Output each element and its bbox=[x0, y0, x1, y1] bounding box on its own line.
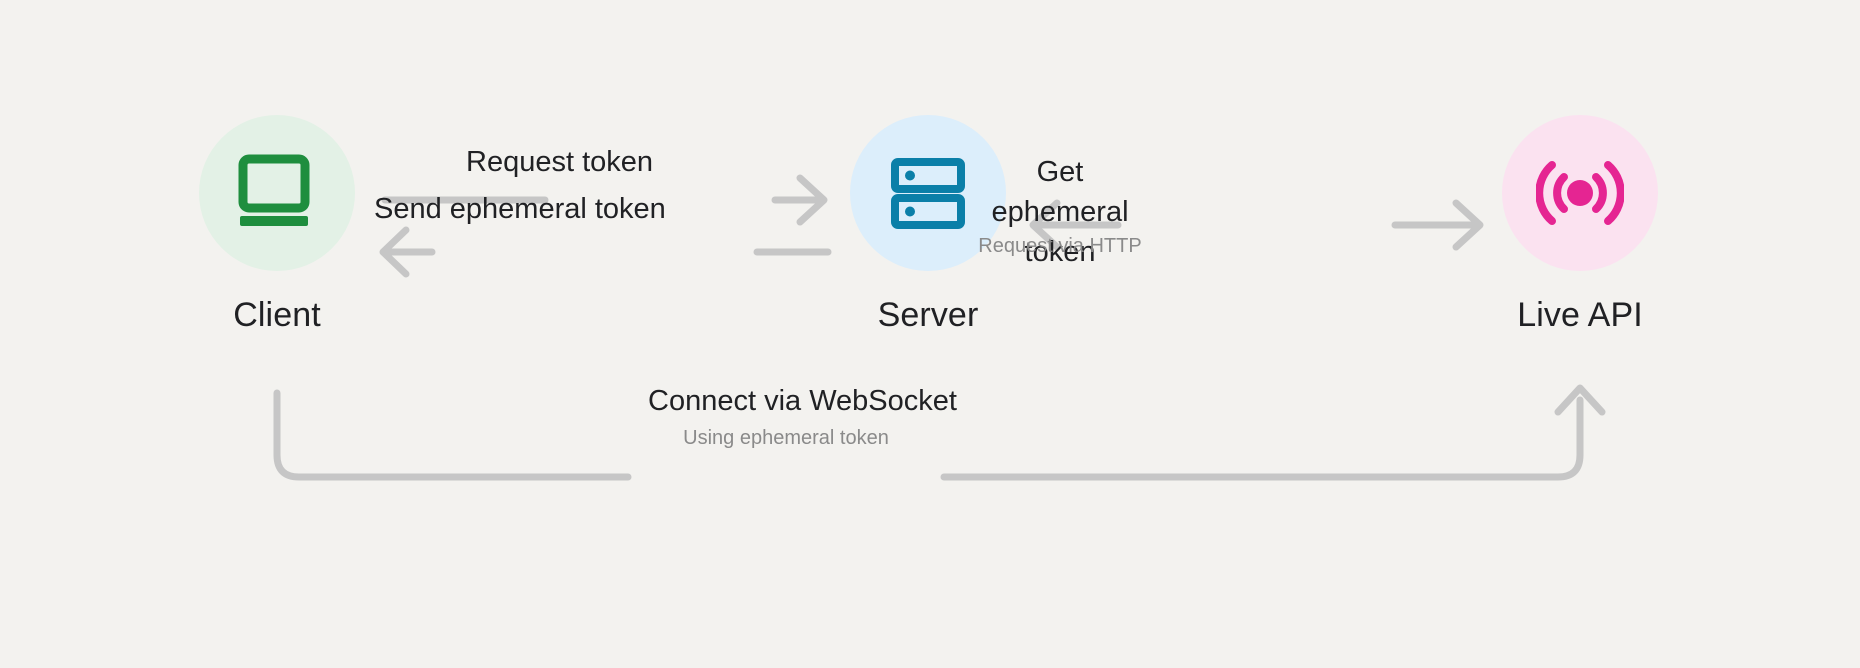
edge-label-send-ephemeral-token: Send ephemeral token bbox=[374, 193, 666, 225]
node-server-circle bbox=[850, 115, 1006, 271]
broadcast-signal-icon bbox=[1536, 161, 1624, 225]
edge-sublabel-request-via-http: Request via HTTP bbox=[978, 235, 1142, 257]
edge-sublabel-using-ephemeral-token: Using ephemeral token bbox=[683, 427, 889, 449]
node-client-circle bbox=[199, 115, 355, 271]
connector-websocket-left-segment bbox=[273, 389, 632, 481]
edge-label-get-ephemeral-line1: Get bbox=[1036, 156, 1084, 188]
edge-label-request-token: Request token bbox=[466, 146, 654, 178]
edge-label-get-ephemeral-token: Get ephemeral token bbox=[960, 152, 1160, 272]
arrowhead-send-ephemeral-left bbox=[379, 226, 410, 278]
arrowhead-request-token-right bbox=[796, 174, 828, 226]
edge-label-get-ephemeral-line2: ephemeral token bbox=[991, 196, 1129, 268]
node-client-label: Client bbox=[233, 296, 321, 334]
node-client[interactable]: Client bbox=[177, 115, 377, 335]
node-server-label: Server bbox=[877, 296, 979, 334]
laptop-icon bbox=[238, 154, 310, 226]
arrowhead-get-ephemeral-right bbox=[1452, 199, 1484, 251]
server-rack-icon bbox=[891, 158, 965, 229]
connector-websocket-right-segment bbox=[940, 396, 1584, 481]
node-live-api-label: Live API bbox=[1517, 296, 1643, 334]
edge-label-connect-via-websocket: Connect via WebSocket bbox=[648, 385, 957, 417]
node-live-api[interactable]: Live API bbox=[1480, 115, 1680, 335]
node-live-api-circle bbox=[1502, 115, 1658, 271]
arrowhead-websocket-up bbox=[1554, 384, 1606, 416]
node-server[interactable]: Server bbox=[828, 115, 1028, 335]
